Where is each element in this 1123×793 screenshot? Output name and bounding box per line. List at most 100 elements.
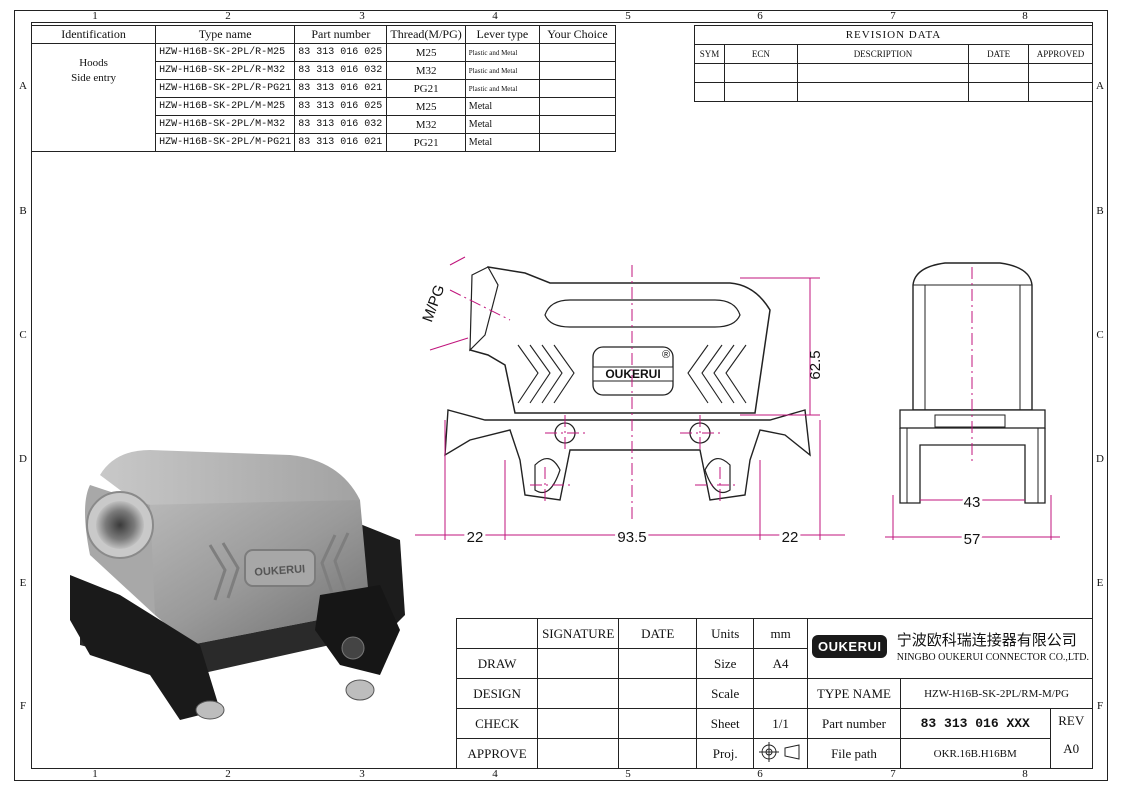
check-signature[interactable]: [537, 708, 620, 739]
zone-number-top-6: 6: [757, 10, 763, 22]
dim-mount-span: 93.5: [617, 529, 646, 546]
dim-right-overhang: 22: [782, 529, 799, 546]
category-side-entry: Side entry: [71, 72, 117, 84]
your-choice-cell[interactable]: [538, 61, 617, 80]
chevron-pattern: [517, 344, 747, 404]
table-row: HZW-H16B-SK-2PL/R-M32 83 313 016 032 M32…: [32, 61, 617, 80]
zone-number-top-1: 1: [92, 10, 98, 22]
thread-cell: PG21: [386, 133, 466, 152]
housing-top: [100, 450, 360, 515]
thread-cell: M32: [386, 115, 466, 134]
centre-lines: [449, 265, 735, 520]
part-number-label: Part number: [807, 708, 901, 739]
revision-row: [694, 82, 1093, 102]
sheet-value: 1/1: [753, 708, 809, 739]
your-choice-cell[interactable]: [538, 115, 617, 134]
your-choice-cell[interactable]: [538, 43, 617, 62]
revision-header-description: DESCRIPTION: [796, 44, 970, 64]
right-lever-roller: [345, 679, 375, 701]
thread-label: M/PG: [419, 283, 448, 325]
lever-type-cell: Metal: [464, 97, 540, 116]
product-render: OUKERUI: [70, 450, 405, 720]
zone-number-top-7: 7: [890, 10, 896, 22]
thread-cell: M25: [386, 97, 466, 116]
check-date[interactable]: [618, 708, 698, 739]
zone-number-top-5: 5: [625, 10, 631, 22]
table-row: HZW-H16B-SK-2PL/M-PG21 83 313 016 021 PG…: [32, 133, 617, 152]
units-label: Units: [696, 618, 755, 649]
table-row: HZW-H16B-SK-2PL/M-M32 83 313 016 032 M32…: [32, 115, 617, 134]
category-hoods: Hoods: [79, 57, 108, 69]
dim-inner-width: 43: [964, 494, 981, 511]
size-value: A4: [753, 648, 809, 679]
left-hook: [534, 458, 561, 494]
type-name-cell: HZW-H16B-SK-2PL/R-M25: [155, 43, 296, 62]
part-number-cell: 83 313 016 032: [294, 115, 388, 134]
front-right-lever: [315, 585, 400, 675]
drawing-outer-frame: [14, 10, 1108, 781]
thread-cell: PG21: [386, 79, 466, 98]
revision-row: [694, 63, 1093, 83]
category-cell: Hoods Side entry: [30, 43, 157, 152]
lever-type-cell: Plastic and Metal: [464, 79, 540, 98]
header-lever-type: Lever type: [464, 25, 540, 44]
dimension-lines: [415, 256, 845, 540]
logo-band: [592, 366, 674, 382]
header-identification: Identification: [30, 25, 157, 44]
your-choice-cell[interactable]: [538, 79, 617, 98]
zone-number-top-2: 2: [225, 10, 231, 22]
proj-label: Proj.: [696, 738, 755, 769]
part-number-cell: 83 313 016 021: [294, 79, 388, 98]
render-chevrons: [208, 532, 350, 601]
thread-cell: M25: [386, 43, 466, 62]
zone-letter-left-F: F: [19, 700, 27, 712]
file-path-value: OKR.16B.H16BM: [899, 738, 1051, 769]
company-cell: OUKERUI 宁波欧科瑞连接器有限公司 NINGBO OUKERUI CONN…: [807, 618, 1093, 679]
dim-outer-width: 57: [964, 531, 981, 548]
your-choice-cell[interactable]: [538, 97, 617, 116]
thread-cell: M32: [386, 61, 466, 80]
side-label-plate: [934, 414, 1006, 428]
draw-date[interactable]: [618, 648, 698, 679]
render-logo-plate: [244, 549, 316, 587]
approve-date[interactable]: [618, 738, 698, 769]
draw-signature[interactable]: [537, 648, 620, 679]
design-date[interactable]: [618, 678, 698, 709]
header-type-name: Type name: [155, 25, 296, 44]
row-draw: DRAW: [455, 648, 539, 679]
scale-value: [753, 678, 809, 709]
lever-type-cell: Metal: [464, 115, 540, 134]
zone-letter-right-E: E: [1096, 577, 1104, 589]
right-hook: [704, 458, 731, 494]
cable-entry-port: [96, 501, 144, 549]
approve-signature[interactable]: [537, 738, 620, 769]
file-path-label: File path: [807, 738, 901, 769]
header-thread: Thread(M/PG): [386, 25, 466, 44]
row-check: CHECK: [455, 708, 539, 739]
zone-number-bottom-4: 4: [492, 768, 498, 780]
zone-number-top-8: 8: [1022, 10, 1028, 22]
zone-number-top-3: 3: [359, 10, 365, 22]
part-number-cell: 83 313 016 025: [294, 43, 388, 62]
design-signature[interactable]: [537, 678, 620, 709]
header-part-number: Part number: [294, 25, 388, 44]
front-left-lever: [70, 575, 220, 720]
your-choice-cell[interactable]: [538, 133, 617, 152]
part-number-cell: 83 313 016 032: [294, 61, 388, 80]
revision-header-ecn: ECN: [723, 44, 798, 64]
zone-letter-left-C: C: [19, 329, 27, 341]
rev-cell: REV A0: [1049, 708, 1093, 769]
table-row: Hoods Side entry HZW-H16B-SK-2PL/R-M25 8…: [30, 43, 617, 152]
zone-number-bottom-3: 3: [359, 768, 365, 780]
sheet-label: Sheet: [696, 708, 755, 739]
zone-letter-right-C: C: [1096, 329, 1104, 341]
zone-letter-right-A: A: [1096, 80, 1104, 92]
units-value: mm: [753, 618, 809, 649]
type-name-cell: HZW-H16B-SK-2PL/M-M25: [155, 97, 296, 116]
revision-header-approved: APPROVED: [1028, 44, 1093, 64]
right-lever-rivet: [341, 636, 365, 660]
front-view-drawing: OUKERUI ® 62.5 22 93.5 22 M/PG: [415, 256, 845, 549]
row-design: DESIGN: [455, 678, 539, 709]
col-date: DATE: [618, 618, 698, 649]
identification-table: Identification Type name Part number Thr…: [30, 25, 617, 152]
